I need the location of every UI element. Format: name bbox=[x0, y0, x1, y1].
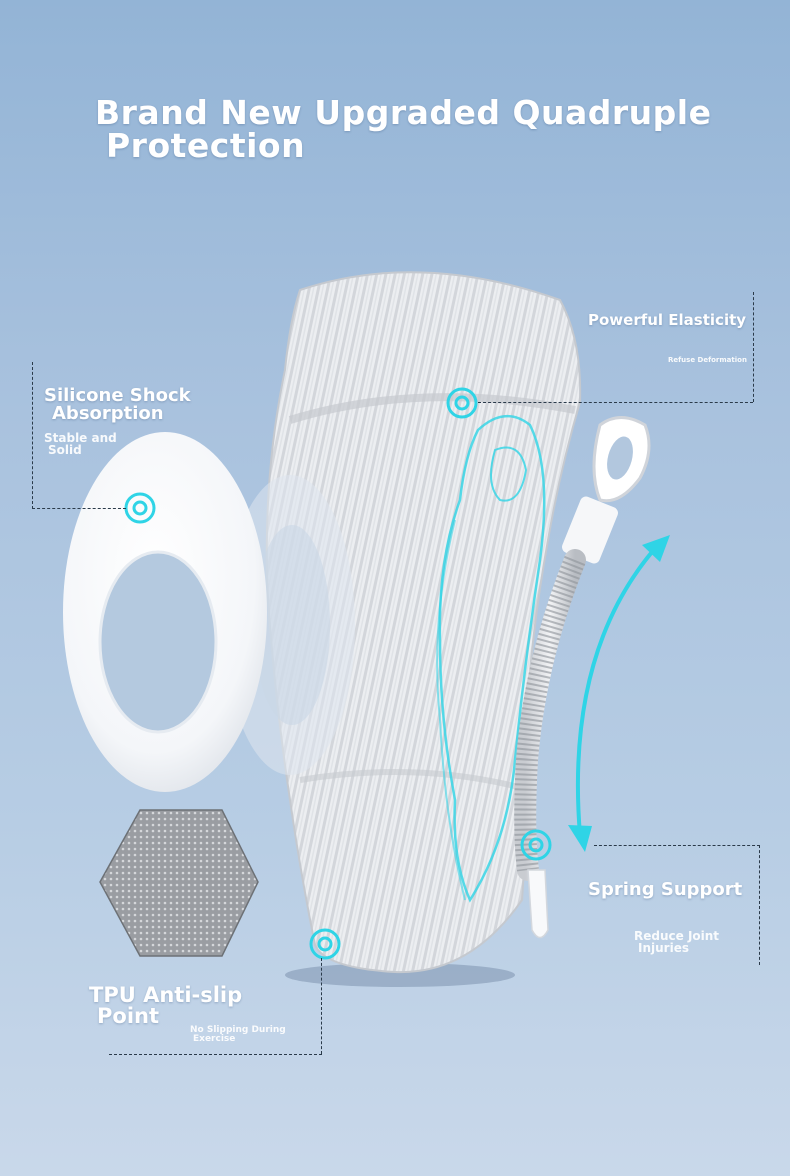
silicone-feature-subtitle: Stable and Solid bbox=[44, 432, 117, 456]
leader-line-silicone-v bbox=[32, 362, 33, 509]
target-marker-icon bbox=[124, 492, 156, 524]
leader-line-silicone-h bbox=[32, 508, 126, 509]
tpu-title-line-1: TPU Anti-slip bbox=[89, 983, 243, 1007]
page-title: Brand New Upgraded Quadruple Protection bbox=[95, 96, 735, 162]
leader-line-elasticity-v bbox=[753, 292, 754, 402]
target-marker-icon bbox=[446, 387, 478, 419]
title-line-1: Brand New Upgraded Quadruple bbox=[95, 93, 712, 132]
leader-line-spring-v bbox=[759, 845, 760, 965]
elasticity-feature-title: Powerful Elasticity bbox=[588, 311, 747, 329]
target-marker-icon bbox=[520, 829, 552, 861]
tpu-feature-subtitle: No Slipping During Exercise bbox=[190, 1026, 286, 1044]
tpu-subtitle-line-1: No Slipping During bbox=[190, 1025, 286, 1035]
tpu-mesh-icon bbox=[100, 810, 258, 956]
spring-subtitle-line-2: Injuries bbox=[638, 941, 689, 955]
spring-feature-title: Spring Support bbox=[588, 879, 743, 900]
tpu-title-line-2: Point bbox=[97, 1004, 160, 1028]
leader-line-elasticity-h bbox=[478, 402, 753, 403]
title-line-2: Protection bbox=[106, 126, 306, 165]
leader-line-spring-h bbox=[594, 845, 760, 846]
leader-line-tpu-h bbox=[109, 1054, 322, 1055]
silicone-feature-title: Silicone Shock Absorption bbox=[44, 387, 191, 423]
target-marker-icon bbox=[309, 928, 341, 960]
leader-line-tpu-v bbox=[321, 958, 322, 1054]
tpu-subtitle-line-2: Exercise bbox=[193, 1034, 236, 1044]
silicone-title-line-1: Silicone Shock bbox=[44, 385, 191, 406]
silicone-title-line-2: Absorption bbox=[52, 403, 164, 424]
spring-subtitle-line-1: Reduce Joint bbox=[634, 929, 720, 943]
elasticity-feature-subtitle: Refuse Deformation bbox=[668, 356, 747, 364]
silicone-subtitle-line-1: Stable and bbox=[44, 431, 117, 445]
curved-arrow-icon bbox=[568, 535, 670, 852]
tpu-feature-title: TPU Anti-slip Point bbox=[89, 985, 242, 1027]
silicone-subtitle-line-2: Solid bbox=[48, 443, 82, 457]
spring-feature-subtitle: Reduce Joint Injuries bbox=[634, 930, 719, 954]
